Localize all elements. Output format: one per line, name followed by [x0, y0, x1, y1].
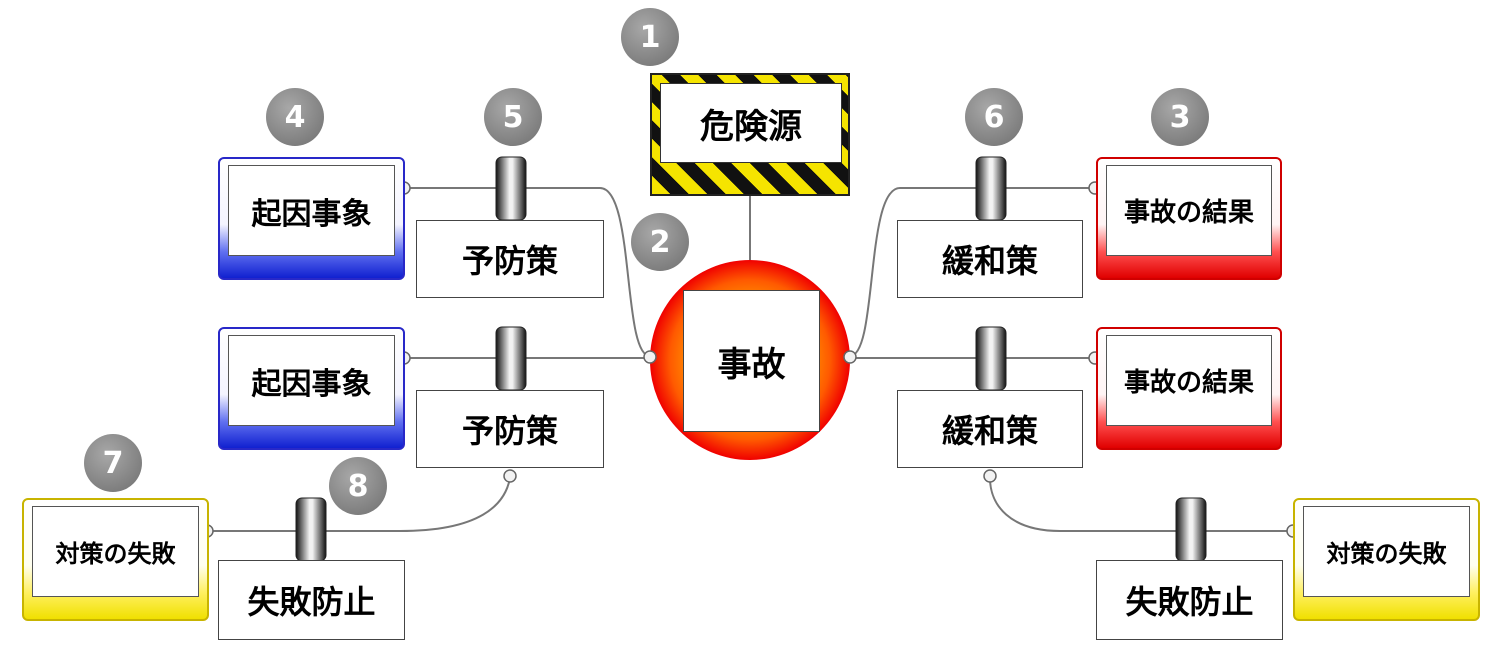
barrier-roller-6	[975, 156, 1007, 221]
hazard-box[interactable]: 危険源	[650, 73, 850, 196]
escalation-factor-label: 対策の失敗	[32, 506, 199, 597]
escalation-line-left	[210, 477, 511, 532]
consequence-label: 事故の結果	[1106, 165, 1272, 256]
escalation-factor-right[interactable]: 対策の失敗	[1293, 498, 1480, 621]
number-badge-3: 3	[1151, 88, 1209, 146]
barrier-rollers	[295, 156, 1207, 562]
escalation-barrier-right[interactable]: 失敗防止	[1096, 560, 1283, 640]
consequence-label: 事故の結果	[1106, 335, 1272, 426]
threat-box-2[interactable]: 起因事象	[218, 327, 405, 450]
number-badge-2: 2	[631, 213, 689, 271]
consequence-box-1[interactable]: 事故の結果	[1096, 157, 1282, 280]
accident-label[interactable]: 事故	[683, 290, 820, 432]
threat-box-1[interactable]: 起因事象	[218, 157, 405, 280]
number-badge-8: 8	[329, 457, 387, 515]
mitigation-barrier-1[interactable]: 緩和策	[897, 220, 1083, 298]
number-badge-5: 5	[484, 88, 542, 146]
mitigation-barrier-2[interactable]: 緩和策	[897, 390, 1083, 468]
collapse-icon[interactable]	[843, 350, 857, 364]
connector-lines	[210, 187, 1290, 532]
escalation-factor-left[interactable]: 対策の失敗	[22, 498, 209, 621]
threat-label: 起因事象	[228, 165, 395, 256]
escalation-barrier-left[interactable]: 失敗防止	[218, 560, 405, 640]
threat-label: 起因事象	[228, 335, 395, 426]
number-badge-7: 7	[84, 434, 142, 492]
number-badge-4: 4	[266, 88, 324, 146]
barrier-roller-right-2	[975, 326, 1007, 391]
number-badge-1: 1	[621, 8, 679, 66]
prevention-barrier-2[interactable]: 予防策	[416, 390, 604, 468]
barrier-roller-5	[495, 156, 527, 221]
collapse-icon[interactable]	[643, 350, 657, 364]
number-badge-6: 6	[965, 88, 1023, 146]
threat-line-1	[410, 187, 651, 357]
consequence-line-1	[849, 187, 1090, 357]
barrier-roller-left-2	[495, 326, 527, 391]
collapse-icon[interactable]	[503, 469, 517, 483]
collapse-icon[interactable]	[983, 469, 997, 483]
barrier-roller-right-escalation	[1175, 497, 1207, 562]
barrier-roller-8	[295, 497, 327, 562]
escalation-factor-label: 対策の失敗	[1303, 506, 1470, 597]
hazard-label: 危険源	[660, 83, 842, 163]
consequence-box-2[interactable]: 事故の結果	[1096, 327, 1282, 450]
prevention-barrier-1[interactable]: 予防策	[416, 220, 604, 298]
escalation-line-right	[989, 477, 1290, 532]
